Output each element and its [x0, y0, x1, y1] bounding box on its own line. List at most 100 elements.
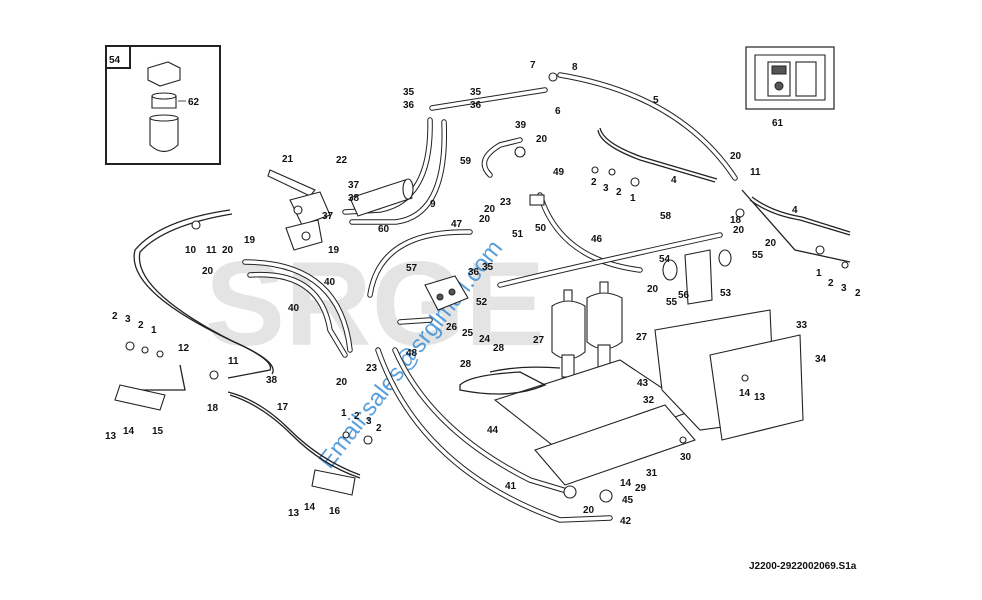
callout-c50: 11 — [228, 356, 239, 367]
callout-c65: 27 — [533, 335, 545, 346]
callout-c17: 9 — [430, 199, 436, 210]
callout-c22: 50 — [535, 223, 547, 234]
callout-c57: 2 — [354, 411, 360, 422]
bracket-15 — [114, 384, 356, 496]
callout-c48: 1 — [151, 325, 157, 336]
callout-c74: 14 — [620, 478, 632, 489]
callout-c49: 12 — [178, 343, 190, 354]
callout-c47: 2 — [138, 320, 144, 331]
callout-c61: 14 — [304, 502, 316, 513]
callout-c94: 3 — [603, 183, 609, 194]
callout-c96: 1 — [630, 193, 636, 204]
callout-c99: 4 — [792, 205, 798, 216]
callout-c89: 55 — [752, 250, 764, 261]
callout-c37: 52 — [476, 297, 488, 308]
drawing-code: J2200-2922002069.S1a — [749, 561, 857, 572]
callout-c82: 58 — [660, 211, 672, 222]
callout-c69: 44 — [487, 425, 499, 436]
mounting-plates — [459, 309, 804, 486]
callout-c81: 13 — [754, 392, 766, 403]
callout-c27: 20 — [222, 245, 234, 256]
callout-c54: 15 — [152, 426, 164, 437]
callout-c32: 40 — [324, 277, 336, 288]
filter-60 — [349, 178, 414, 217]
callout-c68: 32 — [643, 395, 655, 406]
callout-c70: 41 — [505, 481, 517, 492]
callout-c76: 31 — [646, 468, 658, 479]
callout-c104: 20 — [733, 225, 745, 236]
callout-c98: 18 — [730, 215, 742, 226]
callout-c63: 28 — [460, 359, 472, 370]
callout-c56: 1 — [341, 408, 347, 419]
callout-c9: 39 — [515, 120, 527, 131]
callout-c19: 23 — [500, 197, 512, 208]
callout-c71: 20 — [583, 505, 595, 516]
callout-c53: 14 — [123, 426, 135, 437]
valve-block-21 — [267, 169, 331, 251]
callout-c46: 3 — [125, 314, 131, 325]
callout-c66: 27 — [636, 332, 648, 343]
callout-c8: 5 — [653, 95, 659, 106]
callout-c18: 20 — [484, 204, 496, 215]
callout-c45: 2 — [112, 311, 118, 322]
panel-part-label: 61 — [772, 118, 784, 129]
callout-c93: 2 — [591, 177, 597, 188]
callout-c29: 10 — [185, 245, 197, 256]
callout-c23: 60 — [378, 224, 390, 235]
callout-c95: 2 — [616, 187, 622, 198]
callout-c84: 54 — [659, 254, 671, 265]
callout-c12: 22 — [336, 155, 348, 166]
callout-c20: 20 — [479, 214, 491, 225]
callout-c1: 35 — [403, 87, 415, 98]
fittings — [125, 72, 849, 503]
hose-lines — [242, 72, 738, 523]
callout-c15: 37 — [348, 180, 360, 191]
callout-c16: 38 — [348, 193, 360, 204]
callout-c97: 4 — [671, 175, 677, 186]
callout-c11: 21 — [282, 154, 294, 165]
callout-c83: 46 — [591, 234, 603, 245]
callout-c59: 2 — [376, 423, 382, 434]
callout-c5: 7 — [530, 60, 536, 71]
callout-c58: 3 — [366, 416, 372, 427]
callout-c2: 35 — [470, 87, 482, 98]
callout-c30: 11 — [206, 245, 217, 256]
callout-c28: 19 — [328, 245, 340, 256]
inset-number: 54 — [109, 55, 121, 66]
callout-c36: 35 — [482, 262, 494, 273]
callout-c4: 36 — [470, 100, 482, 111]
callout-c21: 51 — [512, 229, 524, 240]
callout-c73: 45 — [622, 495, 634, 506]
callout-c102: 3 — [841, 283, 847, 294]
panel-detail-61: 61 — [745, 46, 835, 129]
callout-c87: 20 — [647, 284, 659, 295]
callout-c31: 20 — [202, 266, 214, 277]
callout-c13: 59 — [460, 156, 472, 167]
callout-c52: 13 — [105, 431, 117, 442]
watermark-brand: SRGE — [205, 237, 545, 371]
callout-c14: 49 — [553, 167, 565, 178]
inset-detail-54: 54 62 — [105, 45, 221, 165]
callout-c42: 20 — [336, 377, 348, 388]
callout-c10: 20 — [536, 134, 548, 145]
callout-c67: 43 — [637, 378, 649, 389]
callout-c103: 2 — [855, 288, 861, 299]
callout-c51: 18 — [207, 403, 219, 414]
thin-pipes — [130, 127, 851, 479]
callout-c64: 28 — [493, 343, 505, 354]
callout-c60: 13 — [288, 508, 300, 519]
callout-c62: 16 — [329, 506, 341, 517]
callout-c7: 6 — [555, 106, 561, 117]
callout-c80: 14 — [739, 388, 751, 399]
callout-c6: 8 — [572, 62, 578, 73]
callout-c40: 24 — [479, 334, 491, 345]
callout-c3: 36 — [403, 100, 415, 111]
callout-c26: 19 — [244, 235, 256, 246]
pressure-block-26 — [424, 275, 469, 311]
callout-c33: 40 — [288, 303, 300, 314]
callout-c34: 57 — [406, 263, 418, 274]
callout-c44: 38 — [266, 375, 278, 386]
callout-c86: 53 — [720, 288, 732, 299]
callout-c39: 25 — [462, 328, 474, 339]
